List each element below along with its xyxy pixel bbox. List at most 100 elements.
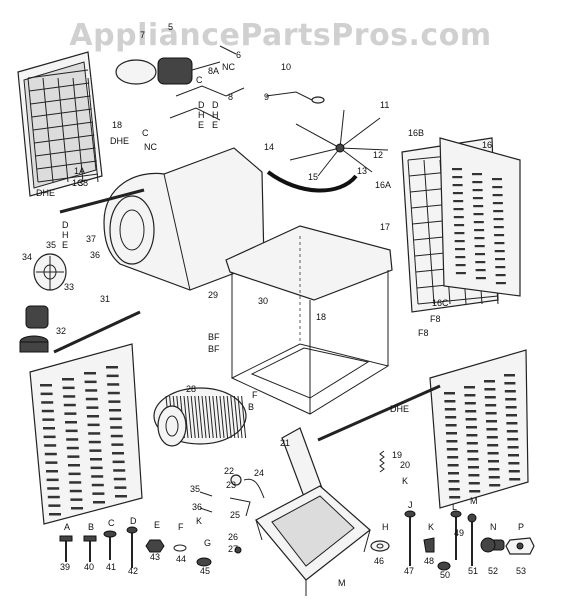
louver-slot [47,495,60,499]
louver-slot [507,446,519,449]
louver-slot [67,455,80,458]
hardware-bolt-47[interactable] [404,510,416,566]
louver-slot [506,430,518,433]
louver-slot [445,416,457,419]
louver-slot [484,388,496,391]
water-pan[interactable] [255,485,371,596]
part-callout: E [212,120,218,130]
louver-slot [489,484,501,487]
pad-grid-line [30,95,91,105]
front-louver-panel[interactable] [429,349,529,509]
louver-slot [45,461,58,464]
hardware-screw-40[interactable] [83,535,97,562]
louver-slot [48,504,61,507]
louver-slot [468,466,479,469]
louver-slot [504,374,515,377]
hardware-connector-53[interactable] [505,537,535,555]
part-callout: N [490,522,497,532]
part-callout: H [382,522,389,532]
louver-slot [63,395,76,398]
hardware-screw-51[interactable] [467,513,477,566]
hardware-fitting-52[interactable] [480,537,505,553]
part-callout: 16 [482,140,492,150]
louver-slot [475,261,486,264]
louver-slot [40,392,53,396]
louver-slot [475,277,486,280]
water-distributor-spider[interactable] [289,109,389,177]
louver-slot [472,173,482,176]
louver-slot [485,404,497,407]
left-filter-panel[interactable] [17,51,103,197]
switch-wiring[interactable] [169,85,325,121]
pad-grid-line [27,69,89,79]
louver-slot [449,496,461,499]
louver-slot [453,200,464,203]
louver-slot [454,232,465,235]
bearing-assembly[interactable] [19,305,49,353]
hardware-washer-44[interactable] [173,544,187,552]
hardware-nut-50[interactable] [437,561,451,571]
louver-slot [474,245,485,248]
louver-slot [112,452,124,455]
part-callout: 53 [516,566,526,576]
louver-slot [475,269,486,272]
louver-slot [492,186,503,189]
part-callout: 47 [404,566,414,576]
louver-slot [88,432,101,435]
blower-wheel[interactable] [153,387,247,447]
pad-grid-line [34,134,95,144]
louver-slot [492,178,502,181]
pad-grid-line [29,82,90,92]
louver-slot [106,366,118,369]
wheel-blade [190,395,196,439]
part-callout: C [196,75,203,85]
hardware-screw-41[interactable] [103,530,117,560]
louver-slot [447,464,459,467]
louver-slot [495,282,506,285]
part-callout: 37 [86,234,96,244]
hardware-washer-46[interactable] [370,540,390,552]
louver-slot [448,488,460,491]
hardware-bolt-49[interactable] [450,510,462,560]
hardware-screw-39[interactable] [59,535,73,562]
wheel-blade [230,395,236,439]
hardware-bolt-42[interactable] [126,526,138,568]
hardware-nut-45[interactable] [196,557,212,567]
louver-slot [107,391,120,395]
part-callout: 51 [468,566,478,576]
hardware-clip-48[interactable] [423,537,435,553]
part-callout: 35 [190,484,200,494]
small-screws[interactable] [199,491,242,554]
louver-slot [110,426,123,429]
part-callout: 9 [264,92,269,102]
part-callout: 42 [128,566,138,576]
hardware-nut-43[interactable] [145,539,165,553]
louver-slot [452,192,463,195]
louver-slot [465,410,477,413]
water-tube[interactable] [266,170,358,193]
support-rails[interactable] [59,188,441,442]
float-valve[interactable] [229,474,265,517]
louver-slot [448,480,460,483]
pad-grid-line [35,147,96,157]
part-callout: M [338,578,346,588]
pulley[interactable] [33,253,67,291]
spring[interactable] [379,450,385,473]
pad-grid-line [423,159,435,305]
louver-slot [452,184,463,187]
part-callout: 16B [408,128,424,138]
cabinet-frame[interactable] [225,225,393,415]
right-louver-panel[interactable] [439,137,521,297]
part-callout: 29 [208,290,218,300]
louver-slot [447,456,459,459]
blower-housing[interactable] [103,147,265,291]
shaft[interactable] [53,310,141,354]
louver-slot [506,414,517,417]
pad-grid-line [407,159,419,305]
motor-assembly[interactable] [115,45,237,85]
louver-slot [469,490,481,493]
louver-slot [86,406,99,409]
left-louver-panel[interactable] [29,343,143,525]
louver-slot [68,464,80,467]
part-callout: K [196,516,202,526]
